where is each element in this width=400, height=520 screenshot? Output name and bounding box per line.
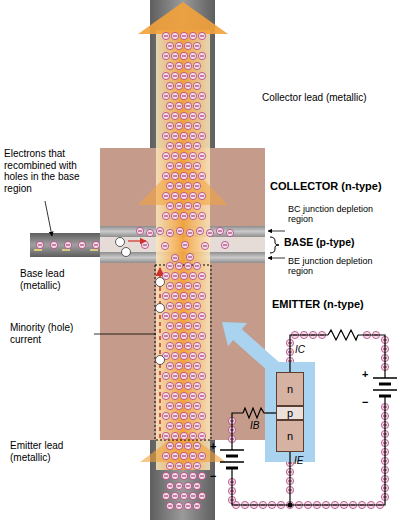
part-label: COLLECTOR (n-type) (270, 180, 398, 193)
leader-line (268, 231, 285, 232)
electron-flow-band (156, 30, 210, 470)
part-label: Emitter lead (metallic) (10, 440, 100, 463)
signal-label: IE (294, 455, 316, 467)
flow-arrowhead (138, 158, 228, 205)
part-label: Base lead (metallic) (20, 268, 100, 291)
battery-symbol (220, 378, 397, 468)
leader-line (268, 258, 285, 259)
semiconductor-layer: n (276, 420, 304, 452)
part-label: Minority (hole) current (10, 322, 92, 345)
highlight-box (265, 362, 315, 462)
emitter-flow-outline (155, 265, 211, 440)
signal-label: − (210, 470, 222, 483)
junction-dot (288, 503, 293, 508)
part-label: BE junction depletion region (288, 256, 396, 277)
hole-current-line (159, 268, 161, 438)
signal-label: + (362, 368, 374, 381)
base-brace (270, 237, 279, 253)
base-lead (30, 233, 102, 257)
signal-label: IC (295, 344, 317, 356)
leader-line (94, 334, 156, 335)
part-label: Collector lead (metallic) (262, 92, 372, 104)
semiconductor-layer: p (276, 406, 304, 420)
holes (116, 238, 165, 365)
semiconductor-layer: n (276, 372, 304, 406)
recombination-arrow (128, 240, 146, 241)
part-label: BASE (p-type) (284, 236, 396, 248)
part-label: Electrons that recombined with holes in … (4, 148, 96, 194)
electron-dots (34, 32, 389, 509)
circuit-wires (232, 330, 385, 505)
part-label: EMITTER (n-type) (272, 298, 397, 311)
part-label: BC junction depletion region (288, 204, 396, 225)
resistor-symbol (328, 330, 358, 340)
signal-label: IB (250, 420, 272, 432)
flow-arrowhead (140, 430, 226, 462)
layer-type-label: n (287, 431, 293, 442)
flow-arrowhead (138, 2, 228, 34)
leader-line (45, 201, 52, 236)
layer-type-label: n (287, 384, 293, 395)
signal-label: + (210, 440, 222, 453)
collector-region (100, 148, 265, 226)
signal-label: − (362, 396, 374, 409)
layer-type-label: p (287, 408, 293, 419)
resistor-symbol (243, 408, 265, 418)
